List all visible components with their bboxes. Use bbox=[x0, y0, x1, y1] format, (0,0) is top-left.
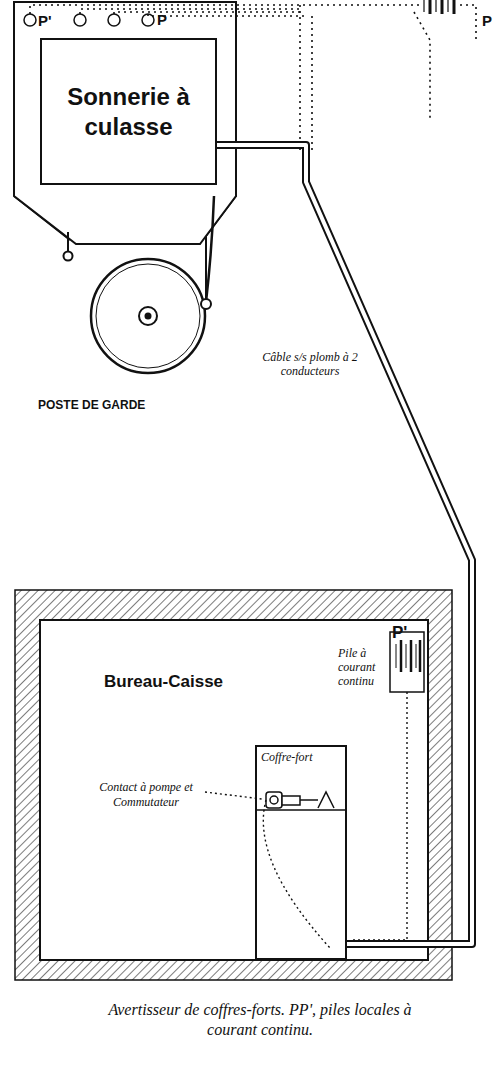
bell-plate bbox=[14, 2, 236, 300]
part-label: Contact à pompe et Commutateur bbox=[90, 780, 202, 810]
safe-box: Coffre-fort bbox=[255, 745, 347, 960]
room-wall bbox=[15, 590, 452, 980]
node-text: P' bbox=[392, 624, 428, 642]
bell-gong bbox=[96, 264, 200, 368]
terminal-label: P' bbox=[38, 12, 52, 29]
battery-cells bbox=[396, 640, 420, 672]
bell-plate bbox=[14, 2, 236, 244]
safe-shelf bbox=[257, 809, 345, 811]
terminal-label: P bbox=[157, 11, 167, 28]
battery-node: P'Pile à courant continu bbox=[338, 624, 428, 724]
hammer-arm bbox=[206, 196, 214, 302]
node-text: Bureau-Caisse bbox=[104, 672, 428, 692]
node-text: Coffre-fort bbox=[261, 750, 341, 764]
bell-center bbox=[145, 313, 152, 320]
pump-contact bbox=[266, 792, 334, 808]
bell-center bbox=[139, 307, 157, 325]
battery-label: P bbox=[482, 12, 492, 29]
node-text: Pile à courant continu bbox=[338, 646, 388, 688]
bell-stud bbox=[64, 252, 73, 261]
battery-symbol bbox=[424, 0, 454, 14]
hammer bbox=[201, 299, 211, 309]
caption: Avertisseur de coffres-forts. PP', piles… bbox=[95, 1000, 425, 1040]
bell-gong bbox=[91, 259, 205, 373]
room: Bureau-CaisseP'Pile à courant continuCof… bbox=[40, 620, 428, 960]
edge-label: Câble s/s plomb à 2 conducteurs bbox=[262, 350, 358, 378]
bell-box: Sonnerie à culasse bbox=[40, 38, 217, 185]
station-label: POSTE DE GARDE bbox=[38, 398, 145, 412]
room-interior bbox=[40, 620, 428, 960]
bell-stud bbox=[67, 232, 69, 252]
node-text: Sonnerie à culasse bbox=[52, 82, 205, 142]
inner-wires bbox=[205, 692, 407, 948]
